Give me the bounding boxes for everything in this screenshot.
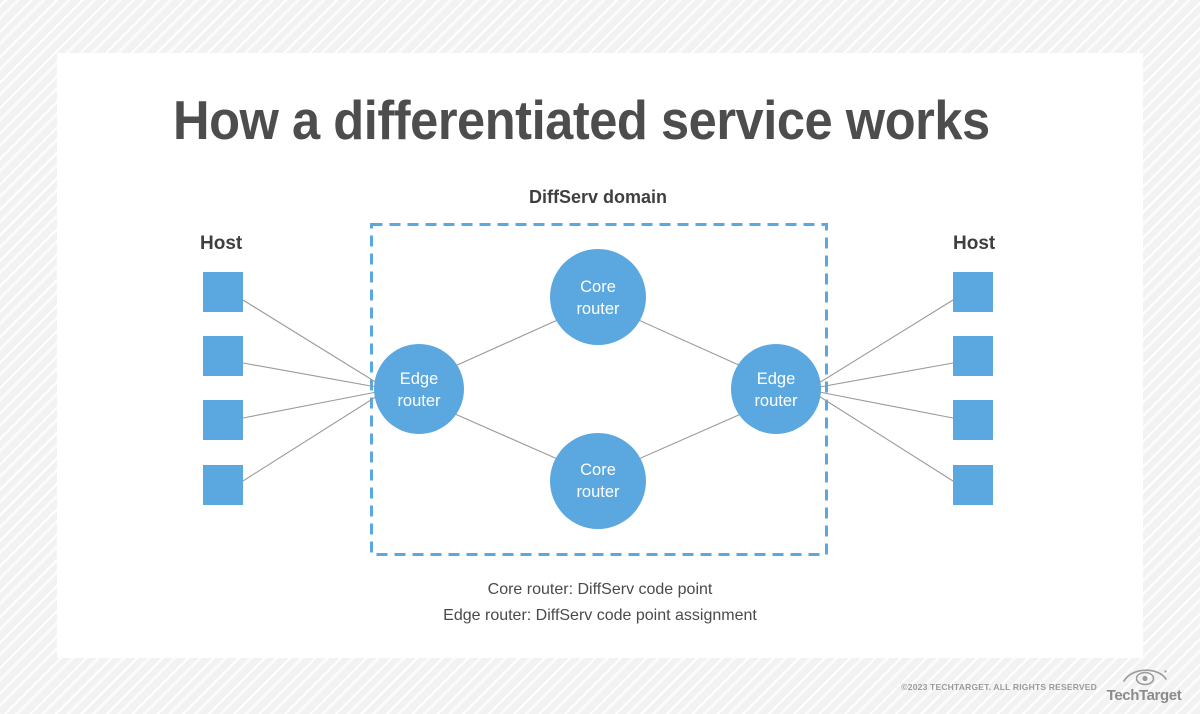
core-router-top-node[interactable] [550,249,646,345]
host-node-left-4[interactable] [203,465,243,505]
core-router-bottom-label-line1: Core [580,461,616,479]
host-node-left-1[interactable] [203,272,243,312]
caption-edge-router: Edge router: DiffServ code point assignm… [443,607,757,624]
link-host-l2-edge-l [242,362,383,389]
core-router-bottom-label-line2: router [576,483,620,501]
diffserv-domain-boundary [370,223,828,556]
edge-router-right-label-line1: Edge [757,370,796,388]
link-host-l3-edge-l [242,390,383,419]
edge-router-left-label-line1: Edge [400,370,439,388]
host-node-right-4[interactable] [953,465,993,505]
host-node-left-2[interactable] [203,336,243,376]
edge-router-right-label-line2: router [754,392,798,410]
host-label-right: Host [953,233,996,254]
link-edge-r-host-r2 [813,362,954,389]
link-host-l1-edge-l [242,299,383,387]
link-edge-l-core-bottom [454,413,563,462]
host-node-right-1[interactable] [953,272,993,312]
footer-bar: ©2023 TECHTARGET. ALL RIGHTS RESERVED Te… [0,660,1200,714]
diffserv-domain-label: DiffServ domain [529,187,667,207]
core-router-top-label-line2: router [576,300,620,318]
copyright-text: ©2023 TECHTARGET. ALL RIGHTS RESERVED [901,682,1097,692]
edge-router-left-label-line2: router [397,392,441,410]
techtarget-wordmark: TechTarget [1106,687,1182,704]
link-host-l4-edge-l [242,392,383,482]
page-title: How a differentiated service works [173,89,990,151]
link-edge-r-host-r3 [813,390,954,419]
host-node-right-3[interactable] [953,400,993,440]
core-router-bottom-node[interactable] [550,433,646,529]
link-edge-l-core-top [454,317,563,367]
link-group-left [242,299,383,482]
host-node-left-3[interactable] [203,400,243,440]
link-edge-r-host-r1 [813,299,954,387]
link-edge-r-host-r4 [813,392,954,482]
link-group-core [454,317,742,462]
link-group-right [813,299,954,482]
core-router-top-label-line1: Core [580,278,616,296]
link-core-bottom-edge-r [633,413,742,462]
link-core-top-edge-r [633,317,742,367]
eye-icon [1123,669,1167,686]
edge-router-left-node[interactable] [374,344,464,434]
host-node-right-2[interactable] [953,336,993,376]
edge-router-right-node[interactable] [731,344,821,434]
host-label-left: Host [200,233,243,254]
techtarget-logo: TechTarget [1100,665,1188,707]
caption-core-router: Core router: DiffServ code point [488,581,713,598]
